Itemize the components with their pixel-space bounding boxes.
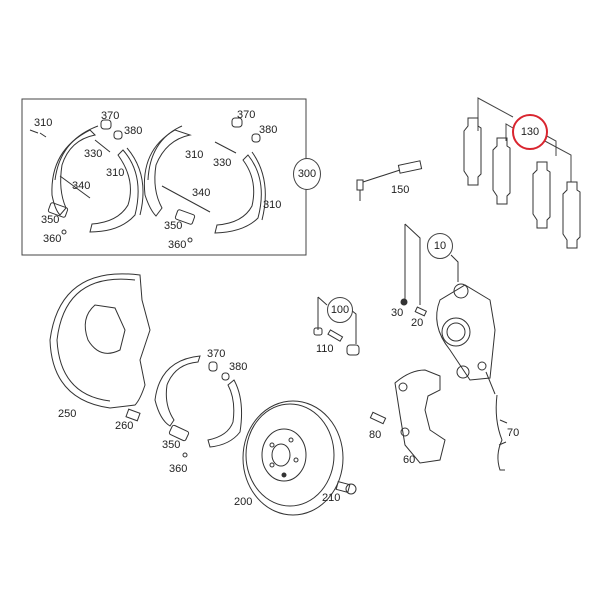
callout-300[interactable]: 300 [293,158,321,190]
part-label[interactable]: 150 [391,184,410,196]
part-label[interactable]: 310 [263,199,282,211]
brake-rotor-200 [242,400,344,516]
backing-plate-250 [49,273,151,409]
part-label[interactable]: 380 [229,361,248,373]
spring-clip-70 [495,394,508,471]
callout-100[interactable]: 100 [327,297,353,323]
part-label[interactable]: 350 [162,439,181,451]
part-label[interactable]: 380 [124,125,143,137]
part-label[interactable]: 200 [234,496,253,508]
part-label[interactable]: 310 [34,117,53,129]
part-label[interactable]: 370 [207,348,226,360]
part-label[interactable]: 340 [192,187,211,199]
brake-pad-shapes [463,117,581,249]
part-label[interactable]: 310 [106,167,125,179]
caliper-bracket-60 [394,369,446,464]
brake-shoe-lower-pair [154,355,242,458]
wear-sensor-150 [356,160,423,201]
part-label[interactable]: 250 [58,408,77,420]
part-label[interactable]: 330 [84,148,103,160]
part-label[interactable]: 310 [185,149,204,161]
brake-shoe-left-pair-b [143,117,266,243]
part-label[interactable]: 380 [259,124,278,136]
part-label[interactable]: 60 [403,454,416,466]
part-label[interactable]: 30 [391,307,404,319]
caliper-10 [400,223,496,395]
brake-shoe-left-pair-a [29,119,144,235]
part-label[interactable]: 70 [507,427,520,439]
part-label[interactable]: 330 [213,157,232,169]
callout-10[interactable]: 10 [427,233,453,259]
bolt-260 [125,408,141,422]
part-label[interactable]: 370 [237,109,256,121]
part-label[interactable]: 350 [164,220,183,232]
part-label[interactable]: 360 [169,463,188,475]
screw-210 [335,480,357,495]
part-label[interactable]: 360 [43,233,62,245]
part-label[interactable]: 210 [322,492,341,504]
part-label[interactable]: 350 [41,214,60,226]
part-label[interactable]: 370 [101,110,120,122]
part-label[interactable]: 340 [72,180,91,192]
part-label[interactable]: 360 [168,239,187,251]
part-label[interactable]: 260 [115,420,134,432]
part-label[interactable]: 110 [316,343,334,355]
part-label[interactable]: 20 [411,317,424,329]
part-label[interactable]: 80 [369,429,382,441]
callout-130-highlighted[interactable]: 130 [512,114,548,150]
bolt-80 [369,411,387,425]
